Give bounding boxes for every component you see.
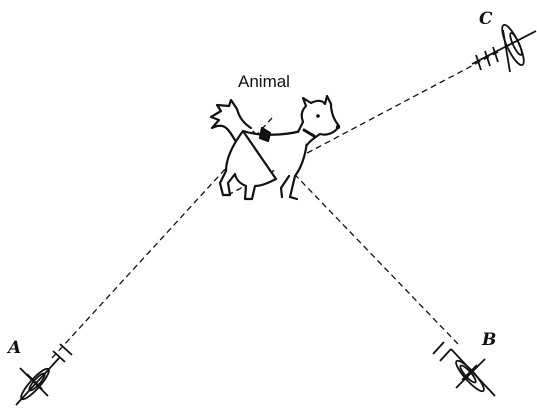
- station-label-a: A: [6, 338, 21, 358]
- station-b: [433, 342, 495, 396]
- station-a: [16, 344, 72, 405]
- station-label-c: C: [479, 9, 493, 29]
- subject-label: Animal: [238, 72, 290, 91]
- dog-icon: [211, 96, 340, 199]
- station-label-b: B: [481, 330, 496, 350]
- antenna-icon: [472, 23, 536, 72]
- antenna-icon: [16, 344, 72, 405]
- bearing-lines: [52, 52, 498, 358]
- antenna-icon: [433, 342, 495, 396]
- station-c: [472, 23, 536, 72]
